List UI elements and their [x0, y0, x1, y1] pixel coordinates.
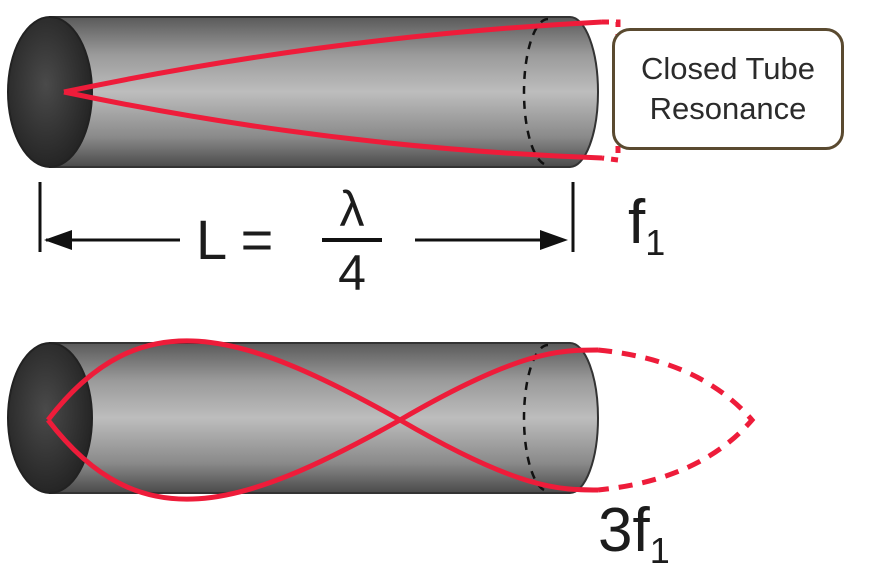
wave-third-harmonic-ext — [597, 347, 756, 493]
fundamental-frequency-label: f1 — [628, 188, 666, 263]
label-line2: Resonance — [649, 91, 807, 126]
closed-tube-resonance-label: Closed Tube Resonance — [612, 28, 844, 150]
label-line1: Closed Tube — [640, 51, 816, 86]
fraction-denominator: 4 — [338, 245, 366, 301]
length-dimension — [38, 182, 575, 252]
tube-fundamental — [7, 16, 621, 168]
third-harmonic-frequency-label: 3f1 — [598, 496, 670, 571]
wave-third-harmonic — [46, 338, 599, 502]
length-equation-lhs: L = — [196, 208, 274, 271]
wave-fundamental — [63, 19, 603, 161]
wavelength-symbol: λ — [339, 181, 365, 237]
tube-third-harmonic — [7, 338, 756, 502]
